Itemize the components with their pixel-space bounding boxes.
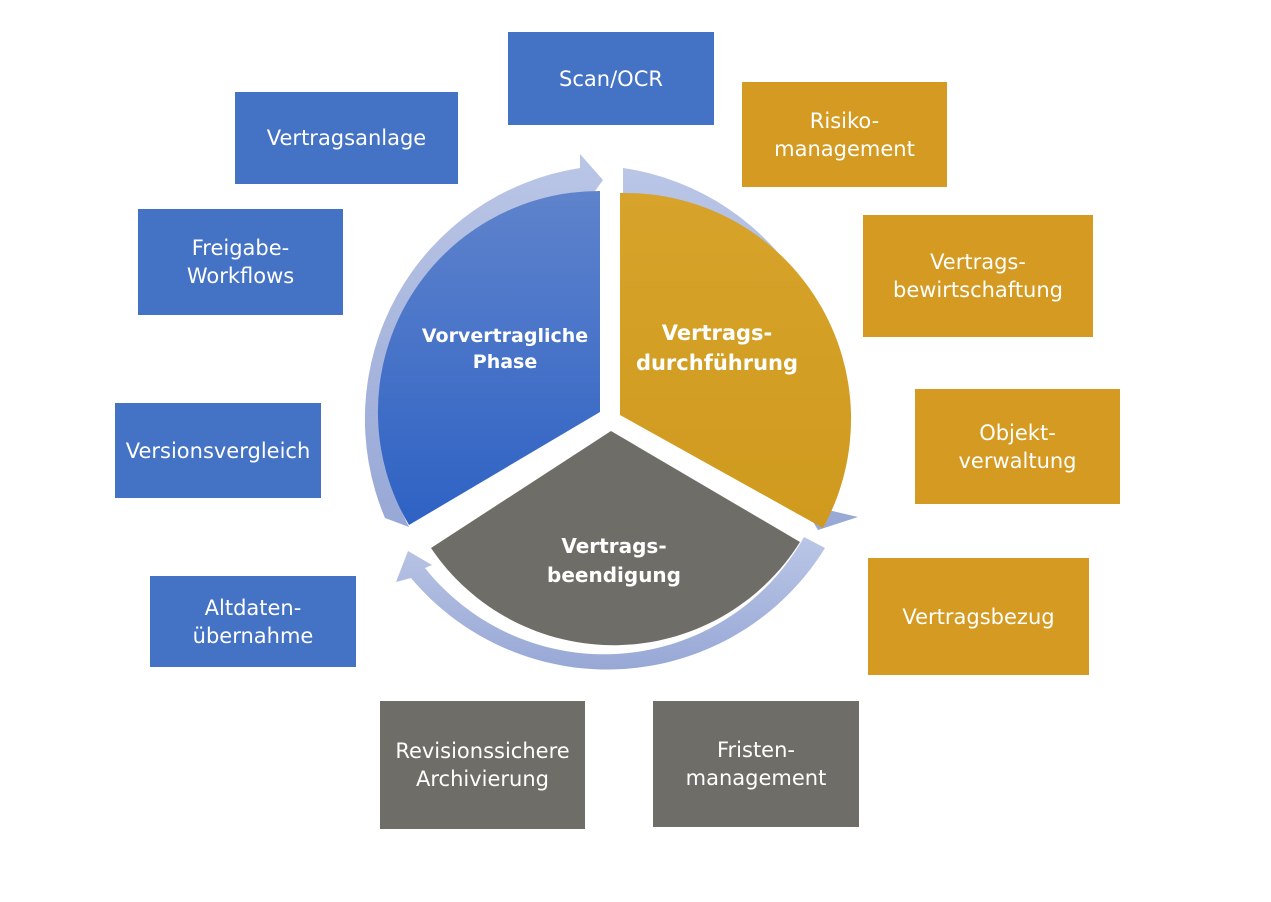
phase-exec-line1: Vertrags- <box>662 321 773 345</box>
box-vertragsanlage: Vertragsanlage <box>235 92 458 184</box>
ring-arrow-bottom <box>396 537 825 670</box>
box-objektverwaltung: Objekt- verwaltung <box>915 389 1120 504</box>
segment-pre-contract <box>377 190 600 526</box>
box-freigabe-workflows: Freigabe- Workflows <box>138 209 343 315</box>
phase-pre-line1: Vorvertragliche <box>422 325 588 347</box>
box-scan-ocr: Scan/OCR <box>508 32 714 125</box>
box-versionsvergleich: Versionsvergleich <box>115 403 321 498</box>
box-risikomanagement: Risiko- management <box>742 82 947 187</box>
box-vertragsbewirtschaftung: Vertrags- bewirtschaftung <box>863 215 1093 337</box>
box-altdatenuebernahme: Altdaten- übernahme <box>150 576 356 667</box>
phase-end-line2: beendigung <box>547 563 681 587</box>
segment-contract-execution <box>620 192 852 528</box>
phase-exec-line2: durchführung <box>636 351 798 375</box>
box-revisionssichere-archivierung: Revisionssichere Archivierung <box>380 701 585 829</box>
phase-end-line1: Vertrags- <box>561 534 666 558</box>
segment-contract-termination <box>431 431 800 646</box>
box-fristenmanagement: Fristen- management <box>653 701 859 827</box>
box-vertragsbezug: Vertragsbezug <box>868 558 1089 675</box>
phase-pre-line2: Phase <box>473 351 537 373</box>
